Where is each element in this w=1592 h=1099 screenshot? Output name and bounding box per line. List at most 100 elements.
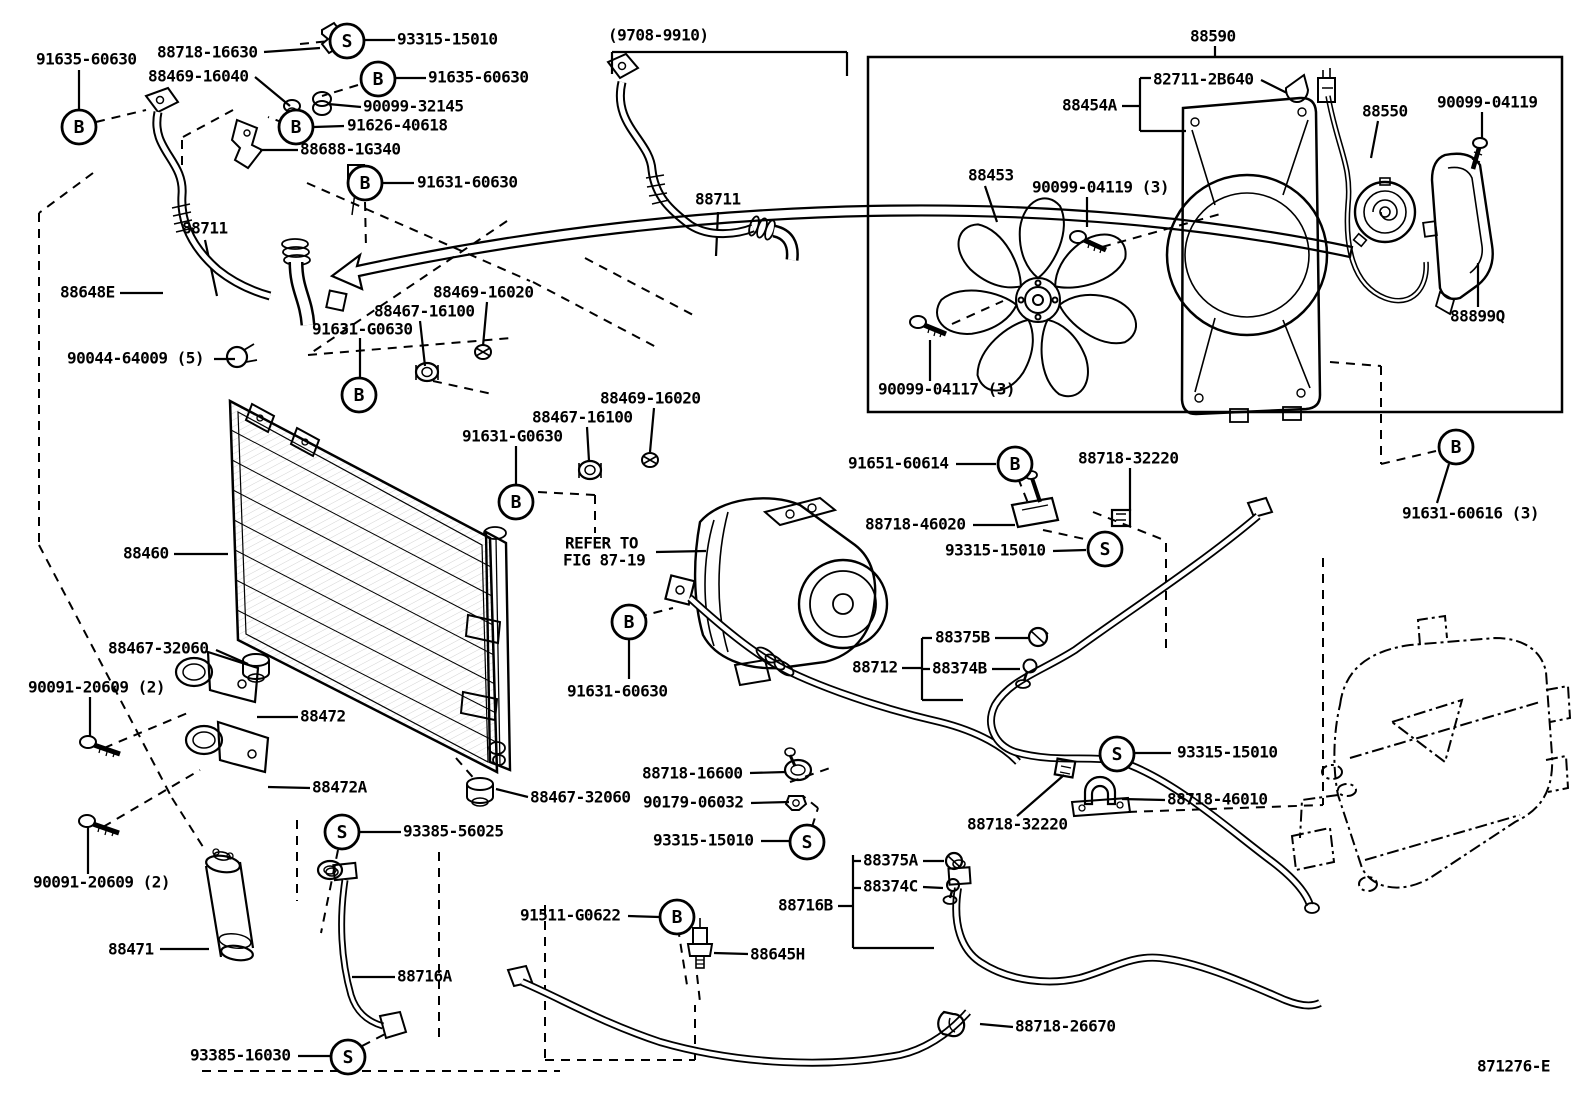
- part-label: 88645H: [750, 945, 805, 964]
- grommet-icons: [414, 344, 659, 481]
- suction-pipe-88712: [687, 595, 1021, 765]
- part-label: 93315-15010: [397, 30, 497, 49]
- svg-text:B: B: [291, 117, 302, 138]
- part-label: 88454A: [1062, 96, 1118, 115]
- liquid-pipe-long: [987, 496, 1320, 914]
- part-label: 88711: [182, 219, 228, 238]
- part-label: 88469-16020: [433, 283, 533, 302]
- screw-callout-symbol: S: [328, 22, 366, 60]
- part-label: 88718-46020: [865, 515, 965, 534]
- receiver-drier: [204, 848, 255, 962]
- part-label: 88375A: [863, 851, 919, 870]
- part-label: 871276-E: [1477, 1057, 1550, 1076]
- part-label: 90099-04119: [1437, 93, 1537, 112]
- evaporator-housing-phantom: [1290, 614, 1572, 892]
- liquid-pipe-a: [325, 861, 408, 1040]
- svg-text:B: B: [1010, 454, 1021, 475]
- svg-text:B: B: [354, 385, 365, 406]
- svg-text:B: B: [1451, 437, 1462, 458]
- bolt-callout-symbol: B: [340, 376, 378, 414]
- variant-bracket: [610, 50, 849, 76]
- condenser: [228, 398, 512, 775]
- clip-26670: [937, 1010, 966, 1038]
- fitting-bubbles: [942, 626, 1049, 905]
- bracket-bolt-icons-left: [316, 859, 344, 881]
- svg-text:S: S: [1100, 539, 1111, 560]
- part-label: 88467-32060: [530, 788, 630, 807]
- screw-callout-symbol: S: [329, 1038, 367, 1076]
- screw-icon: [909, 137, 1488, 338]
- part-label: 88469-16040: [148, 67, 248, 86]
- part-label: 90179-06032: [643, 793, 743, 812]
- part-label: 91651-60614: [848, 454, 948, 473]
- part-label: 93385-56025: [403, 822, 503, 841]
- part-label: 91635-60630: [428, 68, 528, 87]
- part-label: 91626-40618: [347, 116, 447, 135]
- bolt-callout-symbol: B: [658, 898, 696, 936]
- part-label: 90091-20609 (2): [28, 678, 165, 697]
- svg-text:B: B: [360, 173, 371, 194]
- part-label: 88374B: [932, 659, 988, 678]
- part-label: 91631-60630: [417, 173, 517, 192]
- bolt-callout-symbol: B: [497, 483, 535, 521]
- part-label: 93385-16030: [190, 1046, 290, 1065]
- cooling-fan: [936, 197, 1137, 398]
- part-label: 90091-20609 (2): [33, 873, 170, 892]
- part-labels-layer: 91635-60630 88718-16630 93315-15010 88469-1…: [28, 26, 1551, 1076]
- part-label: 88460: [123, 544, 169, 563]
- part-label: 88718-32220: [1078, 449, 1178, 468]
- part-label: 88718-32220: [967, 815, 1067, 834]
- bolt-callout-symbol: B: [1437, 428, 1475, 466]
- part-label: (9708-9910): [608, 26, 708, 45]
- liquid-pipe-c: [506, 964, 971, 1067]
- compressor: [664, 496, 889, 687]
- part-label: 93315-15010: [653, 831, 753, 850]
- part-label: 91631-60630: [567, 682, 667, 701]
- part-label: 88718-16630: [157, 43, 257, 62]
- part-label: 93315-15010: [1177, 743, 1277, 762]
- part-label: 88467-16100: [532, 408, 632, 427]
- svg-text:S: S: [342, 31, 353, 52]
- part-label: 88472: [300, 707, 346, 726]
- part-label: 82711-2B640: [1153, 70, 1253, 89]
- part-label: 90044-64009 (5): [67, 349, 204, 368]
- part-label: 91631-60616 (3): [1402, 504, 1539, 523]
- part-label: 90099-04119 (3): [1032, 178, 1169, 197]
- part-label: 91631-G0630: [462, 427, 562, 446]
- bolt-callout-symbol: B: [277, 108, 315, 146]
- bolt-callout-symbol: B: [60, 108, 98, 146]
- bolt-callout-symbol: B: [610, 603, 648, 641]
- discharge-hose-variant: [606, 52, 799, 261]
- part-label: 88716B: [778, 896, 834, 915]
- pipe-clamp-46010: [1070, 775, 1132, 818]
- part-label: 88467-16100: [374, 302, 474, 321]
- fan-motor: [1352, 177, 1417, 248]
- screw-callout-symbol: S: [788, 823, 826, 861]
- part-label: 88718-46010: [1167, 790, 1267, 809]
- part-label: 88467-32060: [108, 639, 208, 658]
- part-label: 88375B: [935, 628, 991, 647]
- part-label: 88899Q: [1450, 307, 1505, 326]
- svg-text:S: S: [802, 832, 813, 853]
- hose-clamp-16600: [783, 747, 813, 811]
- part-label: 88472A: [312, 778, 368, 797]
- condenser-bracket-lower: [184, 720, 270, 774]
- part-label: 88469-16020: [600, 389, 700, 408]
- part-label: 88712: [852, 658, 898, 677]
- part-label: 88453: [968, 166, 1014, 185]
- part-label: 88718-26670: [1015, 1017, 1115, 1036]
- svg-text:B: B: [624, 612, 635, 633]
- svg-text:S: S: [1112, 744, 1123, 765]
- screw-callout-symbol: S: [323, 813, 361, 851]
- part-label: FIG 87-19: [563, 551, 645, 570]
- bolt-callout-symbol: B: [346, 164, 384, 202]
- part-label: 88590: [1190, 27, 1236, 46]
- svg-text:B: B: [373, 69, 384, 90]
- part-label: 88374C: [863, 877, 918, 896]
- fan-shroud: [1165, 96, 1329, 423]
- part-label: 91635-60630: [36, 50, 136, 69]
- part-label: 91631-G0630: [312, 320, 412, 339]
- part-label: 88718-16600: [642, 764, 742, 783]
